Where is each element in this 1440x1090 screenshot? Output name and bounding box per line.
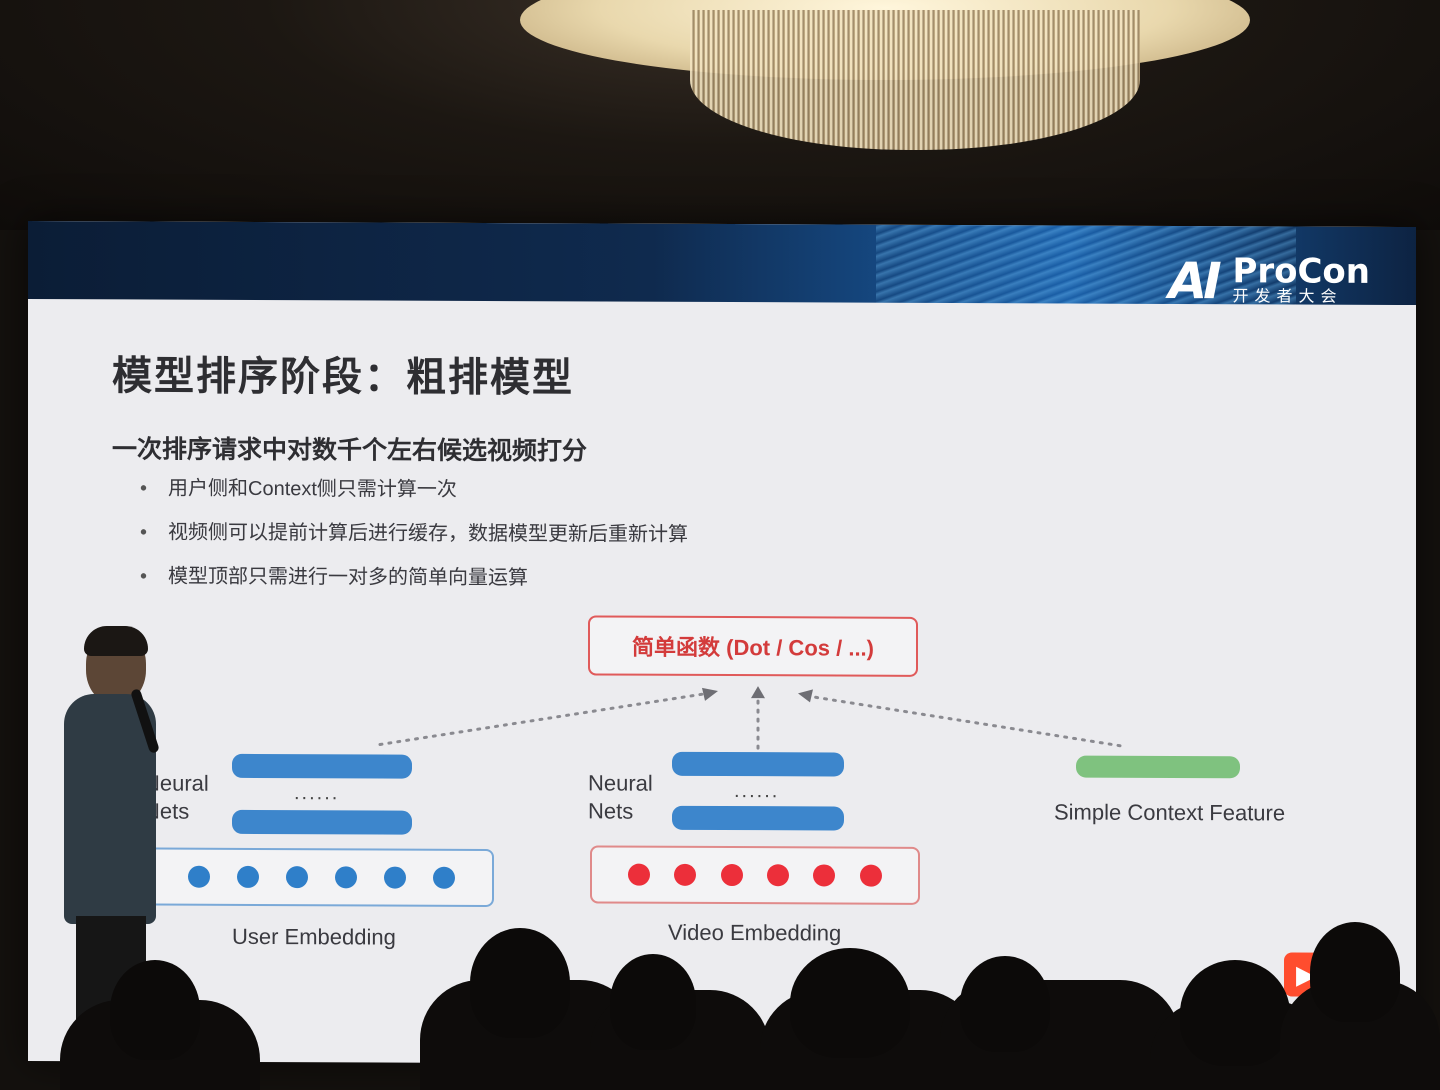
arrowhead-video	[751, 686, 765, 699]
chandelier	[690, 10, 1140, 150]
embedding-dot	[432, 866, 455, 889]
ceiling	[0, 0, 1440, 230]
user-embedding-box	[148, 847, 494, 908]
video-embedding-box	[590, 845, 920, 905]
audience-head	[1180, 960, 1290, 1066]
embedding-dot	[859, 864, 882, 887]
embedding-dot	[334, 866, 357, 889]
audience-head	[610, 954, 696, 1050]
embedding-dot	[628, 863, 651, 886]
embedding-dot	[767, 864, 790, 887]
embedding-dot	[813, 864, 836, 887]
video-nn-label-line2: Nets	[588, 798, 634, 824]
function-box: 简单函数 (Dot / Cos / ...)	[588, 615, 918, 677]
embedding-dot	[674, 863, 697, 886]
video-nn-ellipsis: ......	[734, 780, 780, 803]
embedding-dot	[383, 866, 406, 889]
video-nn-layer-top	[672, 751, 844, 777]
user-to-function-arrow	[378, 692, 706, 747]
embedding-dot	[285, 866, 308, 889]
presentation-slide: AI ProCon 开发者大会 模型排序阶段：粗排模型 一次排序请求中对数千个左…	[28, 220, 1416, 1068]
audience-head	[1310, 922, 1400, 1022]
embedding-dot	[236, 865, 259, 888]
audience-head	[790, 948, 910, 1058]
user-nn-layer-top	[232, 753, 412, 779]
video-nn-label-line1: Neural	[588, 770, 653, 796]
context-feature-caption: Simple Context Feature	[1054, 799, 1286, 826]
audience-head	[470, 928, 570, 1038]
user-nn-layer-bottom	[232, 809, 412, 835]
embedding-dot	[187, 865, 210, 888]
context-feature-bar	[1076, 755, 1240, 779]
audience-head	[960, 956, 1050, 1052]
arrowhead-user	[702, 687, 718, 701]
speaker-body	[64, 694, 156, 924]
embedding-dot	[720, 863, 743, 887]
audience-silhouettes	[0, 920, 1440, 1090]
diagram-arrows	[378, 686, 1122, 750]
video-nn-label: Neural Nets	[588, 769, 653, 825]
video-nn-layer-bottom	[672, 805, 844, 831]
speaker-hair	[84, 626, 148, 656]
user-nn-ellipsis: ......	[294, 782, 340, 805]
context-to-function-arrow	[808, 694, 1122, 748]
audience-head	[110, 960, 200, 1060]
arrowhead-context	[798, 689, 813, 703]
